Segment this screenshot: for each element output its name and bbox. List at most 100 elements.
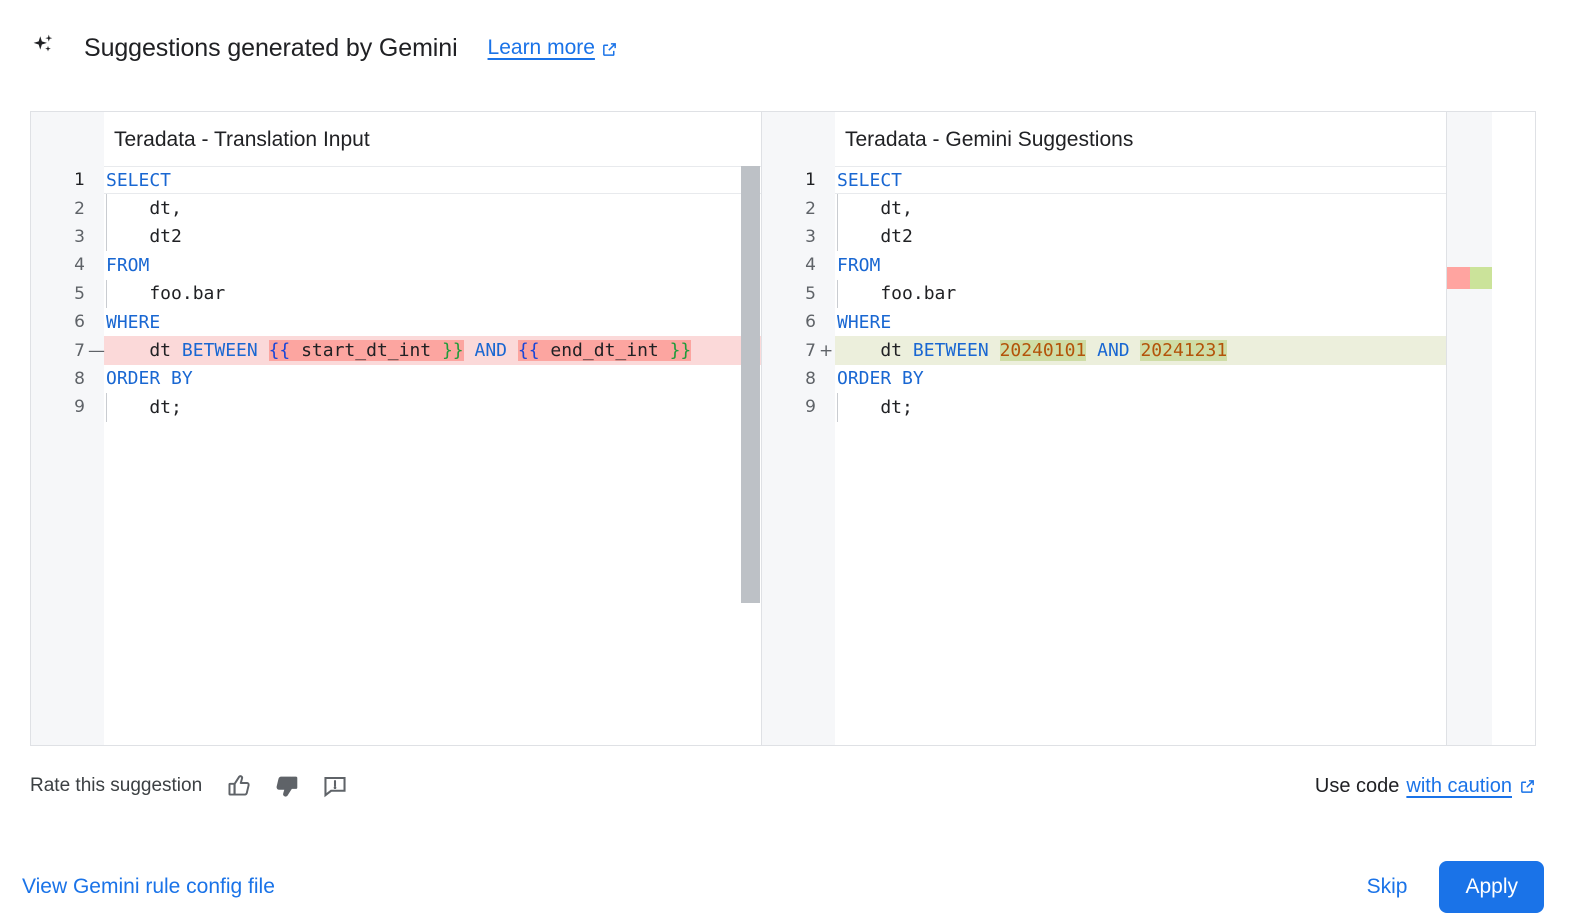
- rate-suggestion-label: Rate this suggestion: [30, 775, 203, 796]
- code-line[interactable]: 1 SELECT: [31, 166, 761, 195]
- code-tokens: WHERE: [106, 312, 160, 333]
- page-title: Suggestions generated by Gemini: [84, 33, 458, 62]
- code-token: [464, 340, 475, 361]
- indent-guide: [106, 393, 107, 422]
- learn-more-label: Learn more: [487, 36, 595, 59]
- code-tokens: WHERE: [837, 312, 891, 333]
- report-feedback-icon[interactable]: [320, 771, 350, 801]
- code-tokens: ORDER BY: [837, 368, 924, 389]
- diff-word-chunk: start_dt_int: [290, 340, 442, 362]
- external-link-icon: [601, 40, 618, 57]
- vertical-scrollbar-left[interactable]: [741, 166, 760, 603]
- code-token: [507, 340, 518, 361]
- line-number: 8: [805, 368, 816, 389]
- code-token: foo.bar: [837, 283, 957, 305]
- with-caution-link[interactable]: with caution: [1406, 774, 1512, 797]
- dialog-footer: View Gemini rule config file Skip Apply: [0, 852, 1572, 922]
- code-token: ORDER BY: [106, 368, 193, 390]
- code-token: WHERE: [106, 311, 161, 333]
- line-number: 1: [74, 170, 85, 191]
- code-line[interactable]: 2 dt,: [31, 194, 761, 223]
- code-line[interactable]: 4 FROM: [762, 251, 1492, 279]
- code-line-text: SELECT: [835, 166, 1492, 195]
- code-line[interactable]: 5 foo.bar: [31, 279, 761, 308]
- line-number: 9: [805, 397, 816, 418]
- code-line[interactable]: 6 WHERE: [31, 308, 761, 336]
- code-token: FROM: [837, 254, 881, 276]
- view-gemini-rule-config-file-link[interactable]: View Gemini rule config file: [22, 875, 275, 898]
- code-token: dt;: [837, 396, 913, 418]
- indent-guide: [106, 279, 107, 308]
- skip-button[interactable]: Skip: [1357, 867, 1418, 907]
- code-line-text: ORDER BY: [835, 365, 1492, 393]
- gutter-background-right: [762, 112, 835, 745]
- code-line-text: WHERE: [104, 308, 761, 336]
- diff-word-chunk: {{: [268, 340, 291, 362]
- code-token: ORDER BY: [837, 368, 924, 390]
- line-number: 4: [74, 255, 85, 276]
- code-tokens: SELECT: [837, 170, 902, 191]
- code-line[interactable]: 9 dt;: [762, 393, 1492, 422]
- code-tokens: ORDER BY: [106, 368, 193, 389]
- diff-word-chunk: }}: [669, 340, 692, 362]
- code-token: AND: [1097, 340, 1130, 362]
- code-line[interactable]: 5 foo.bar: [762, 279, 1492, 308]
- code-token: WHERE: [837, 311, 892, 333]
- code-tokens: dt,: [837, 198, 913, 219]
- code-token: dt2: [837, 226, 913, 248]
- use-code-prefix: Use code: [1314, 774, 1400, 797]
- rate-suggestion-bar: Rate this suggestion Use code with cauti…: [30, 762, 1536, 810]
- code-token: foo.bar: [106, 283, 226, 305]
- code-tokens: dt;: [837, 397, 913, 418]
- line-number: 3: [74, 226, 85, 247]
- code-line-text: SELECT: [104, 166, 761, 195]
- line-number: 2: [805, 198, 816, 219]
- code-token: dt2: [106, 226, 182, 248]
- code-line[interactable]: 3 dt2: [31, 222, 761, 252]
- code-line[interactable]: 7— dt BETWEEN {{ start_dt_int }} AND {{ …: [31, 336, 761, 365]
- code-line[interactable]: 3 dt2: [762, 222, 1492, 252]
- code-line-text: FROM: [835, 251, 1492, 279]
- overview-marker-addition: [1470, 267, 1492, 289]
- code-token: SELECT: [837, 169, 903, 191]
- indent-guide: [106, 222, 107, 252]
- thumb-down-icon[interactable]: [272, 771, 302, 801]
- code-tokens: dt;: [106, 397, 182, 418]
- code-line[interactable]: 8 ORDER BY: [762, 365, 1492, 393]
- learn-more-link[interactable]: Learn more: [488, 36, 618, 60]
- code-tokens: FROM: [837, 255, 880, 276]
- line-number: 5: [74, 283, 85, 304]
- thumb-up-icon[interactable]: [224, 771, 254, 801]
- code-line-text: dt BETWEEN 20240101 AND 20241231: [835, 336, 1492, 365]
- indent-guide: [837, 194, 838, 223]
- line-number: 4: [805, 255, 816, 276]
- code-line[interactable]: 9 dt;: [31, 393, 761, 422]
- code-token: dt: [837, 340, 913, 362]
- indent-guide: [837, 279, 838, 308]
- code-line-text: dt,: [835, 194, 1492, 223]
- indent-guide: [837, 222, 838, 252]
- code-token: dt: [106, 340, 182, 362]
- apply-button[interactable]: Apply: [1439, 861, 1544, 913]
- code-line[interactable]: 2 dt,: [762, 194, 1492, 223]
- line-number: 5: [805, 283, 816, 304]
- indent-guide: [837, 393, 838, 422]
- code-token: AND: [474, 340, 508, 362]
- line-number: 3: [805, 226, 816, 247]
- diff-word-chunk: }}: [441, 340, 464, 362]
- rate-icon-group: [224, 771, 350, 801]
- code-tokens: SELECT: [106, 170, 171, 191]
- diff-overview-ruler[interactable]: [1446, 112, 1492, 745]
- code-line-text: WHERE: [835, 308, 1492, 336]
- pane-title-right: Teradata - Gemini Suggestions: [845, 128, 1134, 151]
- code-line[interactable]: 7+ dt BETWEEN 20240101 AND 20241231: [762, 336, 1492, 365]
- line-number: 6: [74, 312, 85, 333]
